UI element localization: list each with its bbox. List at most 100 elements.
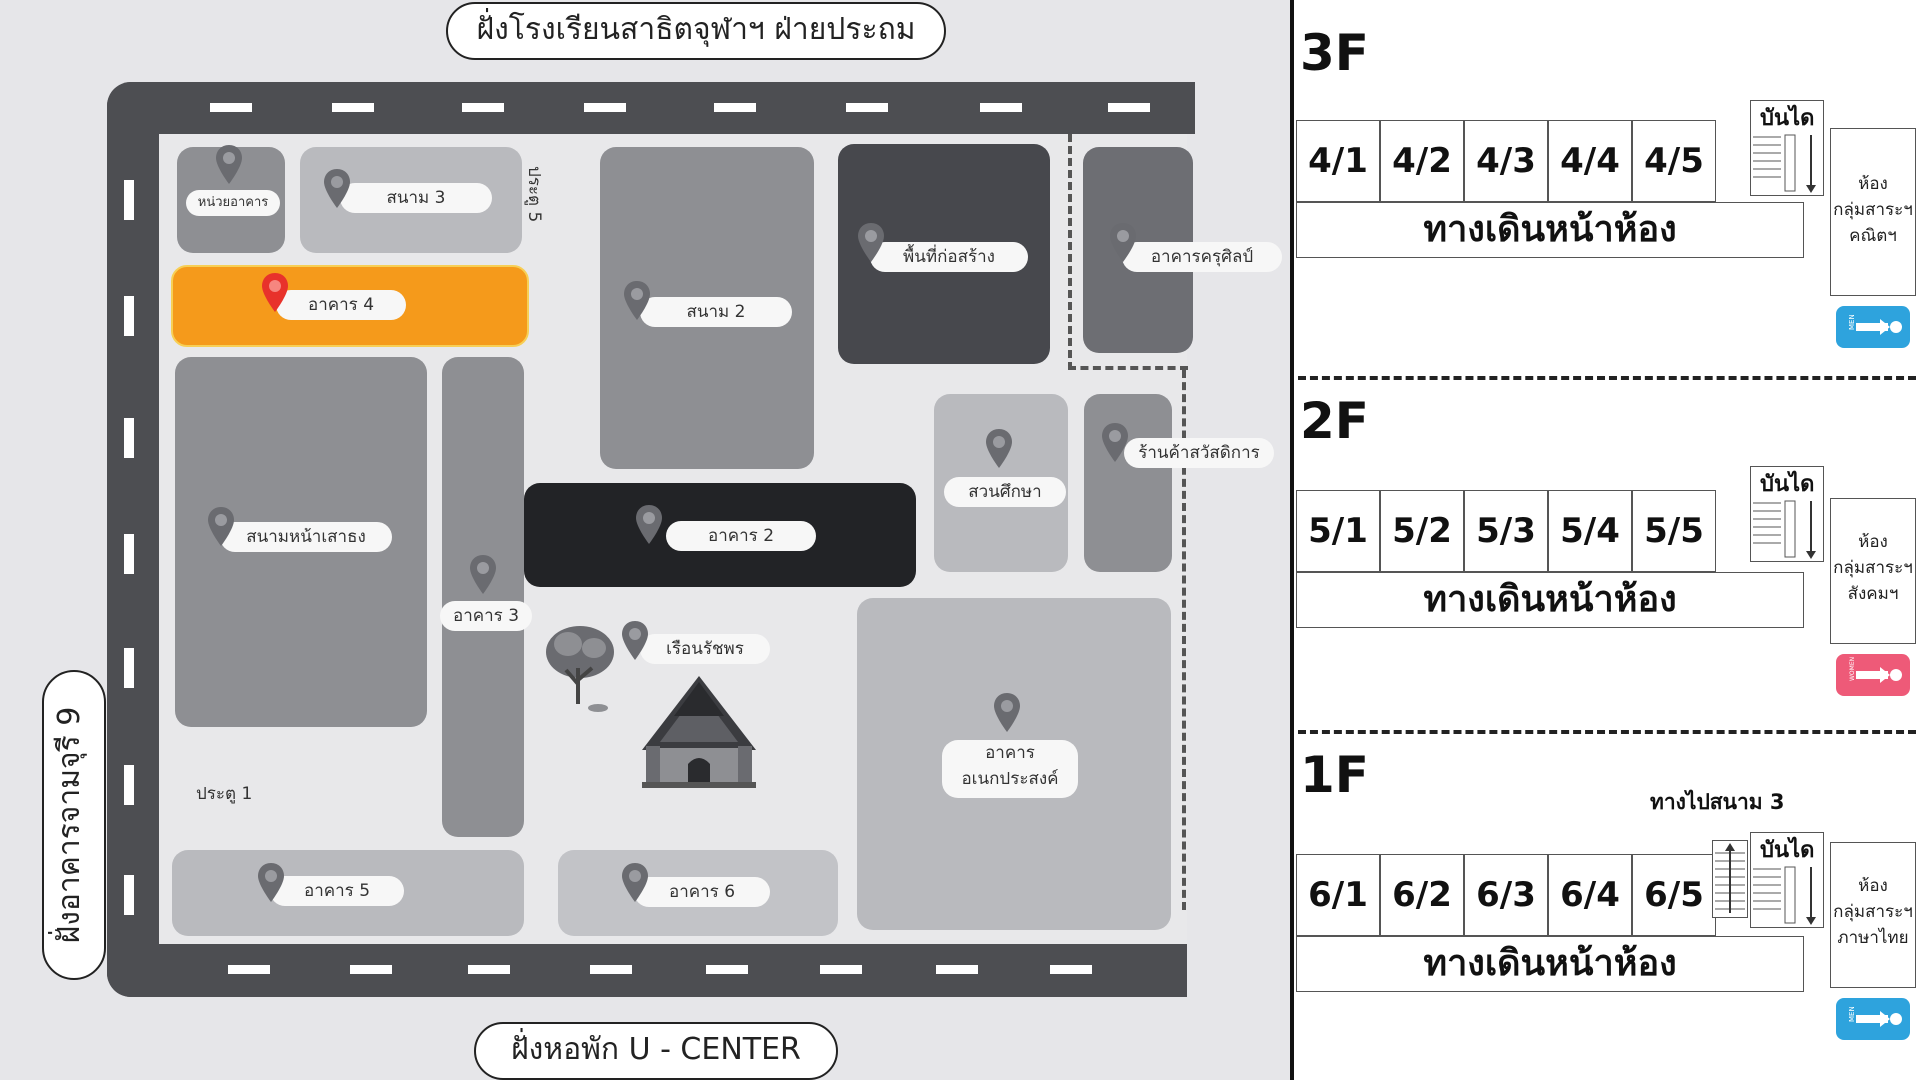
room-6-1[interactable]: 6/1 [1296, 854, 1380, 936]
road-marking [706, 965, 748, 974]
road-marking [590, 965, 632, 974]
map-pin-icon[interactable] [322, 168, 352, 210]
stairs-2f[interactable] [1750, 466, 1824, 562]
dept-room-line: ห้อง [1858, 532, 1888, 552]
dept-room-line: กลุ่มสาระฯ [1833, 200, 1913, 220]
room-6-4[interactable]: 6/4 [1548, 854, 1632, 936]
map-pin-icon[interactable] [620, 620, 650, 662]
map-pin-icon[interactable] [620, 862, 650, 904]
road-marking [468, 965, 510, 974]
map-pin-icon[interactable] [256, 862, 286, 904]
label-gate-1: ประตู 1 [196, 784, 253, 804]
dept-room-math[interactable]: ห้อง กลุ่มสาระฯ คณิตฯ [1830, 128, 1916, 296]
bottom-side-label: ฝั่งหอพัก U - CENTER [474, 1022, 838, 1080]
label-multipurpose-line2: อเนกประสงค์ [961, 769, 1059, 789]
road-marking [714, 103, 756, 112]
women-toilet-icon[interactable]: WOMEN [1836, 654, 1910, 696]
stairs-1f[interactable] [1750, 832, 1824, 928]
active-pin-icon[interactable] [260, 272, 290, 314]
ramp-icon [1715, 843, 1745, 913]
map-pin-icon[interactable] [984, 428, 1014, 470]
map-pin-icon[interactable] [468, 554, 498, 596]
map-pin-icon[interactable] [1100, 422, 1130, 464]
room-4-3[interactable]: 4/3 [1464, 120, 1548, 202]
room-6-5[interactable]: 6/5 [1632, 854, 1716, 936]
thai-house-icon [642, 676, 756, 788]
label-construction: พื้นที่ก่อสร้าง [870, 242, 1028, 272]
road-marking [936, 965, 978, 974]
corridor-3f: ทางเดินหน้าห้อง [1296, 202, 1804, 258]
room-6-3[interactable]: 6/3 [1464, 854, 1548, 936]
dept-room-social[interactable]: ห้อง กลุ่มสาระฯ สังคมฯ [1830, 498, 1916, 644]
map-pin-icon[interactable] [214, 144, 244, 186]
room-5-3[interactable]: 5/3 [1464, 490, 1548, 572]
label-flagpole-field: สนามหน้าเสาธง [220, 522, 392, 552]
corridor-2f: ทางเดินหน้าห้อง [1296, 572, 1804, 628]
panel-divider [1290, 0, 1294, 1080]
label-multipurpose-line1: อาคาร [985, 743, 1035, 763]
road-marking [980, 103, 1022, 112]
road-marking [124, 418, 134, 458]
room-5-5[interactable]: 5/5 [1632, 490, 1716, 572]
road-marking [124, 875, 134, 915]
map-pin-icon[interactable] [1108, 222, 1138, 264]
floor-2-title: 2F [1300, 392, 1369, 450]
floor-separator [1298, 376, 1916, 380]
room-5-1[interactable]: 5/1 [1296, 490, 1380, 572]
map-pin-icon[interactable] [856, 222, 886, 264]
road-marking [210, 103, 252, 112]
map-pin-icon[interactable] [992, 692, 1022, 734]
room-6-2[interactable]: 6/2 [1380, 854, 1464, 936]
floor-1-title: 1F [1300, 746, 1369, 804]
ramp-to-field-3[interactable] [1712, 840, 1748, 918]
floor-separator [1298, 730, 1916, 734]
room-4-2[interactable]: 4/2 [1380, 120, 1464, 202]
dept-room-line: กลุ่มสาระฯ [1833, 902, 1913, 922]
road-marking [462, 103, 504, 112]
map-pin-icon[interactable] [206, 506, 236, 548]
map-pin-icon[interactable] [634, 504, 664, 546]
dept-room-line: ห้อง [1858, 174, 1888, 194]
stairs-icon [1753, 866, 1816, 925]
label-building-6: อาคาร 6 [634, 877, 770, 907]
road-marking [584, 103, 626, 112]
road-marking [228, 965, 270, 974]
road-marking [1108, 103, 1150, 112]
stairs-3f[interactable] [1750, 100, 1824, 196]
label-multipurpose: อาคาร อเนกประสงค์ [942, 740, 1078, 798]
dept-room-line: คณิตฯ [1849, 226, 1897, 246]
room-5-2[interactable]: 5/2 [1380, 490, 1464, 572]
top-side-label: ฝั่งโรงเรียนสาธิตจุฬาฯ ฝ่ายประถม [446, 2, 946, 60]
map-pin-icon[interactable] [622, 280, 652, 322]
dept-room-thai[interactable]: ห้อง กลุ่มสาระฯ ภาษาไทย [1830, 842, 1916, 988]
road-marking [846, 103, 888, 112]
label-khurusilp: อาคารครุศิลป์ [1122, 242, 1282, 272]
stairs-1f-label: บันได [1760, 838, 1815, 863]
label-field-2: สนาม 2 [640, 297, 792, 327]
men-toilet-icon[interactable]: MEN [1836, 306, 1910, 348]
room-4-1[interactable]: 4/1 [1296, 120, 1380, 202]
men-toilet-icon[interactable]: MEN [1836, 998, 1910, 1040]
building-3[interactable] [442, 357, 524, 837]
room-4-5[interactable]: 4/5 [1632, 120, 1716, 202]
label-ruean-ratchaphon: เรือนรัชพร [640, 634, 770, 664]
label-study-garden: สวนศึกษา [944, 477, 1066, 507]
corridor-1f: ทางเดินหน้าห้อง [1296, 936, 1804, 992]
room-5-4[interactable]: 5/4 [1548, 490, 1632, 572]
label-field-3: สนาม 3 [340, 183, 492, 213]
room-4-4[interactable]: 4/4 [1548, 120, 1632, 202]
stairs-icon [1753, 500, 1816, 559]
campus-map: ฝั่งโรงเรียนสาธิตจุฬาฯ ฝ่ายประถม ฝั่งหอพ… [0, 0, 1290, 1080]
road-marking [124, 765, 134, 805]
road-south [107, 944, 1187, 997]
road-marking [124, 296, 134, 336]
road-marking [124, 534, 134, 574]
dept-room-line: สังคมฯ [1847, 584, 1899, 604]
dept-room-line: ห้อง [1858, 876, 1888, 896]
floor-3-title: 3F [1300, 24, 1369, 82]
tree-icon [546, 626, 614, 712]
label-building-5: อาคาร 5 [270, 876, 404, 906]
welfare-shop[interactable] [1084, 394, 1172, 572]
dept-room-line: ภาษาไทย [1837, 928, 1909, 948]
dept-room-line: กลุ่มสาระฯ [1833, 558, 1913, 578]
